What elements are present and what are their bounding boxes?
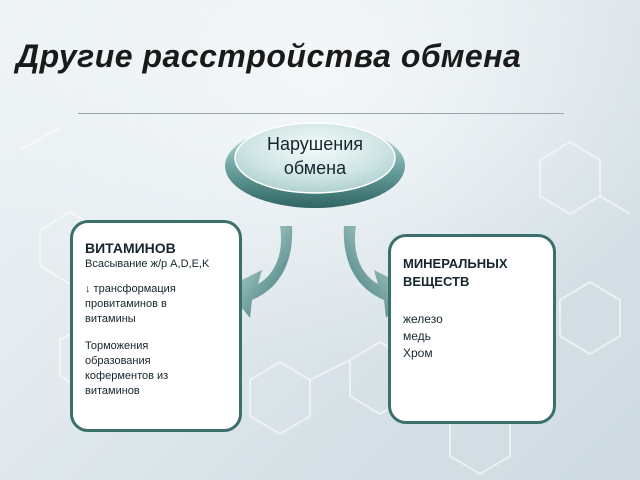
minerals-item-2: медь bbox=[403, 329, 431, 343]
vitamins-heading: ВИТАМИНОВ bbox=[85, 240, 176, 256]
minerals-item-3: Хром bbox=[403, 346, 433, 360]
vitamins-content: ВИТАМИНОВ Всасывание ж/р A,D,E,K ↓ транс… bbox=[85, 239, 231, 399]
vitamins-line-3: провитаминов в bbox=[85, 298, 167, 310]
minerals-heading-1: МИНЕРАЛЬНЫХ bbox=[403, 256, 508, 271]
minerals-item-1: железо bbox=[403, 312, 443, 326]
vitamins-box: ВИТАМИНОВ Всасывание ж/р A,D,E,K ↓ транс… bbox=[70, 220, 242, 432]
vitamins-line-2: ↓ трансформация bbox=[85, 283, 176, 295]
minerals-box: МИНЕРАЛЬНЫХ ВЕЩЕСТВ железо медь Хром bbox=[388, 234, 556, 424]
vitamins-line-7: коферментов из bbox=[85, 370, 169, 382]
vitamins-line-8: витаминов bbox=[85, 385, 140, 397]
hub-ellipse bbox=[225, 122, 405, 208]
vitamins-line-1: Всасывание ж/р A,D,E,K bbox=[85, 258, 210, 270]
curved-arrow-left-icon bbox=[226, 226, 293, 318]
title-divider bbox=[78, 113, 564, 114]
hub-label: Нарушения обмена bbox=[222, 132, 408, 180]
vitamins-line-4: витамины bbox=[85, 313, 136, 325]
minerals-content: МИНЕРАЛЬНЫХ ВЕЩЕСТВ железо медь Хром bbox=[403, 255, 545, 362]
hub-label-line2: обмена bbox=[283, 158, 347, 178]
slide-title: Другие расстройства обмена bbox=[16, 38, 522, 74]
minerals-heading-2: ВЕЩЕСТВ bbox=[403, 274, 470, 289]
vitamins-line-6: образования bbox=[85, 355, 151, 367]
vitamins-line-5: Торможения bbox=[85, 340, 149, 352]
hub-label-line1: Нарушения bbox=[266, 134, 363, 154]
